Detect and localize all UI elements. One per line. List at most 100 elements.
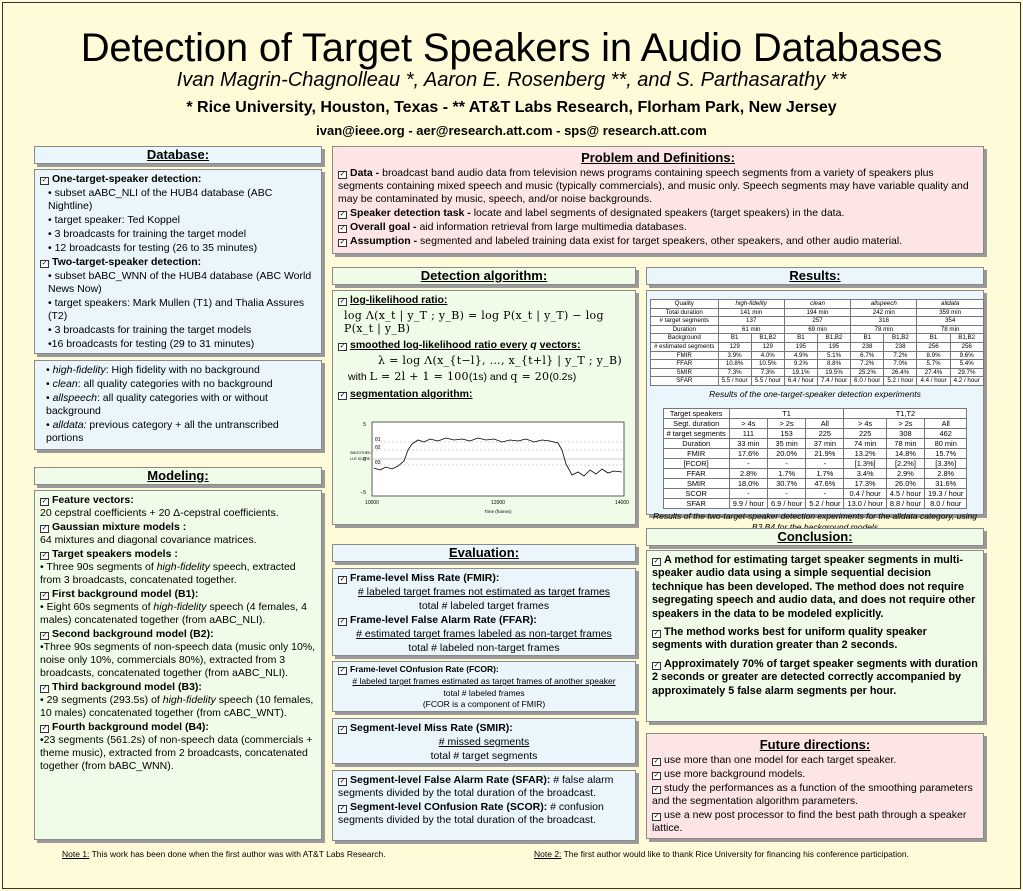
footnote-2-text: The first author would like to thank Ric… (561, 849, 909, 859)
quality-category-term: high-fidelity (52, 364, 106, 376)
fmir-numerator: # labeled target frames not estimated as… (357, 586, 611, 598)
table-cell: 33 min (728, 437, 769, 449)
table-cell: [2.2%] (885, 457, 926, 469)
checkbox-icon: ✓ (40, 552, 49, 560)
table-cell: B1,B2 (816, 333, 852, 343)
table-cell: 256 (949, 341, 984, 352)
table-cell: 238 (883, 341, 918, 352)
with-l: L = 2l + 1 = 100 (369, 370, 469, 383)
target-models-desc-end: speech, extracted from 3 broadcasts, con… (40, 561, 296, 586)
table-cell: 31.6% (924, 477, 968, 489)
database-list-item: • target speaker: Ted Koppel (48, 214, 316, 227)
table-cell: 0.4 / hour (843, 487, 887, 499)
table-cell: FFAR (662, 467, 730, 479)
table-header-cell: T1 (728, 407, 845, 419)
table-cell: - (766, 457, 807, 469)
table-cell: [FCOR] (662, 457, 730, 469)
database-list-item-text: • target speaker: Ted Koppel (48, 214, 180, 226)
table-cell: 7.2% (883, 350, 918, 361)
future-item: ✓use more than one model for each target… (652, 754, 978, 767)
theta-1: θ1 (375, 437, 381, 443)
table-cell: B1 (916, 333, 951, 343)
checkbox-icon: ✓ (338, 667, 347, 675)
smir-numerator: # missed segments (438, 736, 530, 748)
table-cell: Duration (662, 437, 730, 449)
table-row: [FCOR]---[1.3%][2.2%][3.3%] (662, 457, 968, 469)
table-cell: 10.8% (717, 359, 752, 369)
table-cell: 35 min (766, 437, 807, 449)
table-cell: 2.8% (924, 467, 968, 479)
fcor-title: Frame-level COnfusion Rate (FCOR): (350, 664, 499, 674)
table-cell: 1.7% (805, 467, 845, 479)
database-list-item: • subset bABC_WNN of the HUB4 database (… (48, 270, 316, 296)
database-list-item: • 3 broadcasts for training the target m… (48, 228, 316, 241)
footnote-1-text: This work has been done when the first a… (89, 849, 386, 859)
checkbox-icon: ✓ (40, 685, 49, 693)
database-list-item: • 3 broadcasts for training the target m… (48, 324, 316, 337)
checkbox-icon: ✓ (652, 772, 661, 780)
table-cell: 78 min (850, 324, 918, 335)
problem-panel: Problem and Definitions: ✓Data - broadca… (332, 146, 984, 254)
table-cell: 13.0 / hour (843, 497, 887, 509)
conclusion-item: ✓Approximately 70% of target speaker seg… (652, 658, 978, 698)
table-cell: Background (650, 333, 719, 343)
scor-desc: # confusion segments divided by the tota… (338, 801, 604, 826)
goal-desc: aid information retrieval from large mul… (416, 221, 687, 233)
table-cell: 6.0 / hour (850, 376, 885, 386)
b4-title: Fourth background model (B4): (52, 721, 209, 733)
checkbox-icon: ✓ (338, 343, 347, 351)
ytick-0: 0 (363, 457, 366, 463)
table-cell: 129 (750, 341, 785, 352)
checkbox-icon: ✓ (338, 225, 347, 233)
eval-smir-panel: ✓Segment-level Miss Rate (SMIR): # misse… (332, 718, 636, 764)
ylabel-1: SMOOTHED (350, 451, 371, 455)
poster-emails: ivan@ieee.org - aer@research.att.com - s… (316, 123, 707, 138)
future-item-text: use a new post processor to find the bes… (652, 809, 967, 834)
b3-desc-end: speech (10 females, 10 males) concatenat… (40, 694, 314, 719)
table-cell: 9.2% (783, 359, 819, 369)
database-list-item: • 12 broadcasts for testing (26 to 35 mi… (48, 242, 316, 255)
table-cell: 69 min (783, 324, 852, 335)
sllr-title: smoothed log-likelihood ratio every (350, 339, 528, 351)
conclusion-item-text: Approximately 70% of target speaker segm… (652, 657, 978, 697)
table-header-cell: T1,T2 (843, 407, 968, 419)
checkbox-icon: ✓ (40, 725, 49, 733)
table-cell: 25.2% (850, 367, 885, 378)
table-cell: 21.9% (805, 447, 845, 459)
fcor-numerator: # labeled target frames estimated as tar… (352, 676, 616, 686)
future-panel: Future directions: ✓use more than one mo… (646, 733, 984, 839)
xtick-10000: 10000 (365, 500, 379, 506)
poster-title: Detection of Target Speakers in Audio Da… (80, 26, 943, 70)
database-list-item-text: • target speakers: Mark Mullen (T1) and … (48, 297, 305, 322)
table-cell: alldata (916, 299, 984, 309)
table-cell: FMIR (650, 350, 719, 361)
table-cell: SMIR (662, 477, 730, 489)
table-cell: 30.7% (766, 477, 807, 489)
table-cell: All (805, 417, 845, 429)
with-q: q = 20 (510, 370, 550, 383)
table-cell: 2.9% (885, 467, 926, 479)
future-item: ✓study the performances as a function of… (652, 782, 978, 808)
table-cell: 17.3% (843, 477, 887, 489)
table-cell: 141 min (717, 307, 785, 318)
table-cell: 5.1% (816, 350, 852, 361)
ytick-minus5: −5 (360, 490, 366, 496)
database-list-item-text: • 12 broadcasts for testing (26 to 35 mi… (48, 242, 258, 254)
table-cell: 462 (924, 427, 968, 439)
smir-title: Segment-level Miss Rate (SMIR): (350, 722, 513, 734)
conclusion-item-text: The method works best for uniform qualit… (652, 626, 927, 652)
b2-title: Second background model (B2): (52, 628, 214, 640)
future-item: ✓use more background models. (652, 768, 978, 781)
table-cell: 19.5% (816, 367, 852, 378)
with-label: with (348, 371, 367, 383)
table-cell: 5.5 / hour (717, 376, 752, 386)
table-cell: B1 (717, 333, 752, 343)
table-cell: 8.8 / hour (885, 497, 926, 509)
